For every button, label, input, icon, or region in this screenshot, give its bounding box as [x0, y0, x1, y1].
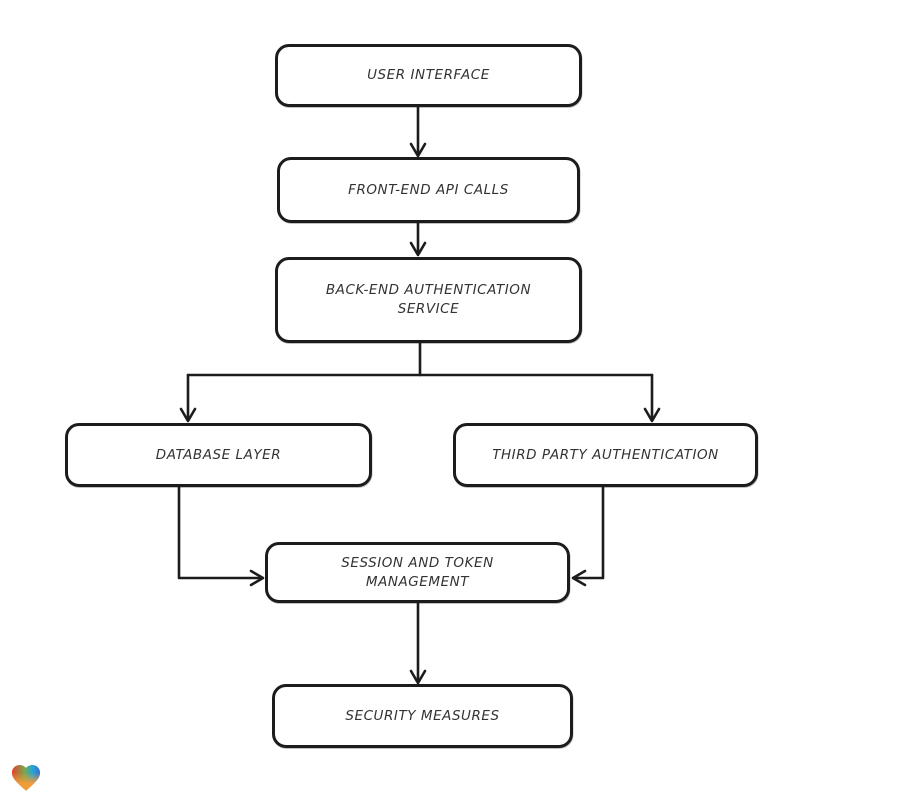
heart-gradient-logo-icon: [11, 765, 41, 791]
node-front-end-api-calls-label: FRONT-END API CALLS: [348, 181, 509, 198]
node-back-end-authentication-service[interactable]: BACK-END AUTHENTICATION SERVICE: [275, 257, 582, 343]
edge-user-interface-to-front-end: [409, 105, 427, 158]
edge-database-to-session: [177, 485, 265, 587]
node-user-interface[interactable]: USER INTERFACE: [275, 44, 582, 107]
node-security-measures-label: SECURITY MEASURES: [345, 707, 500, 724]
node-database-layer-label: DATABASE LAYER: [155, 446, 282, 463]
node-third-party-authentication[interactable]: THIRD PARTY AUTHENTICATION: [453, 423, 758, 487]
node-security-measures[interactable]: SECURITY MEASURES: [272, 684, 573, 748]
node-user-interface-label: USER INTERFACE: [367, 67, 490, 83]
node-third-party-authentication-label: THIRD PARTY AUTHENTICATION: [492, 446, 719, 463]
edge-branch-to-database-layer: [179, 373, 197, 423]
node-database-layer[interactable]: DATABASE LAYER: [65, 423, 372, 487]
edge-branch-to-third-party: [643, 373, 661, 423]
edge-front-end-to-back-end: [409, 221, 427, 257]
node-back-end-authentication-service-label: BACK-END AUTHENTICATION SERVICE: [325, 282, 532, 317]
node-front-end-api-calls[interactable]: FRONT-END API CALLS: [277, 157, 580, 223]
edge-back-end-branch: [186, 341, 654, 377]
node-session-and-token-management[interactable]: SESSION AND TOKEN MANAGEMENT: [265, 542, 570, 603]
node-session-and-token-management-label: SESSION AND TOKEN MANAGEMENT: [341, 554, 494, 590]
edge-third-party-to-session: [571, 485, 605, 587]
edge-session-to-security: [409, 601, 427, 685]
